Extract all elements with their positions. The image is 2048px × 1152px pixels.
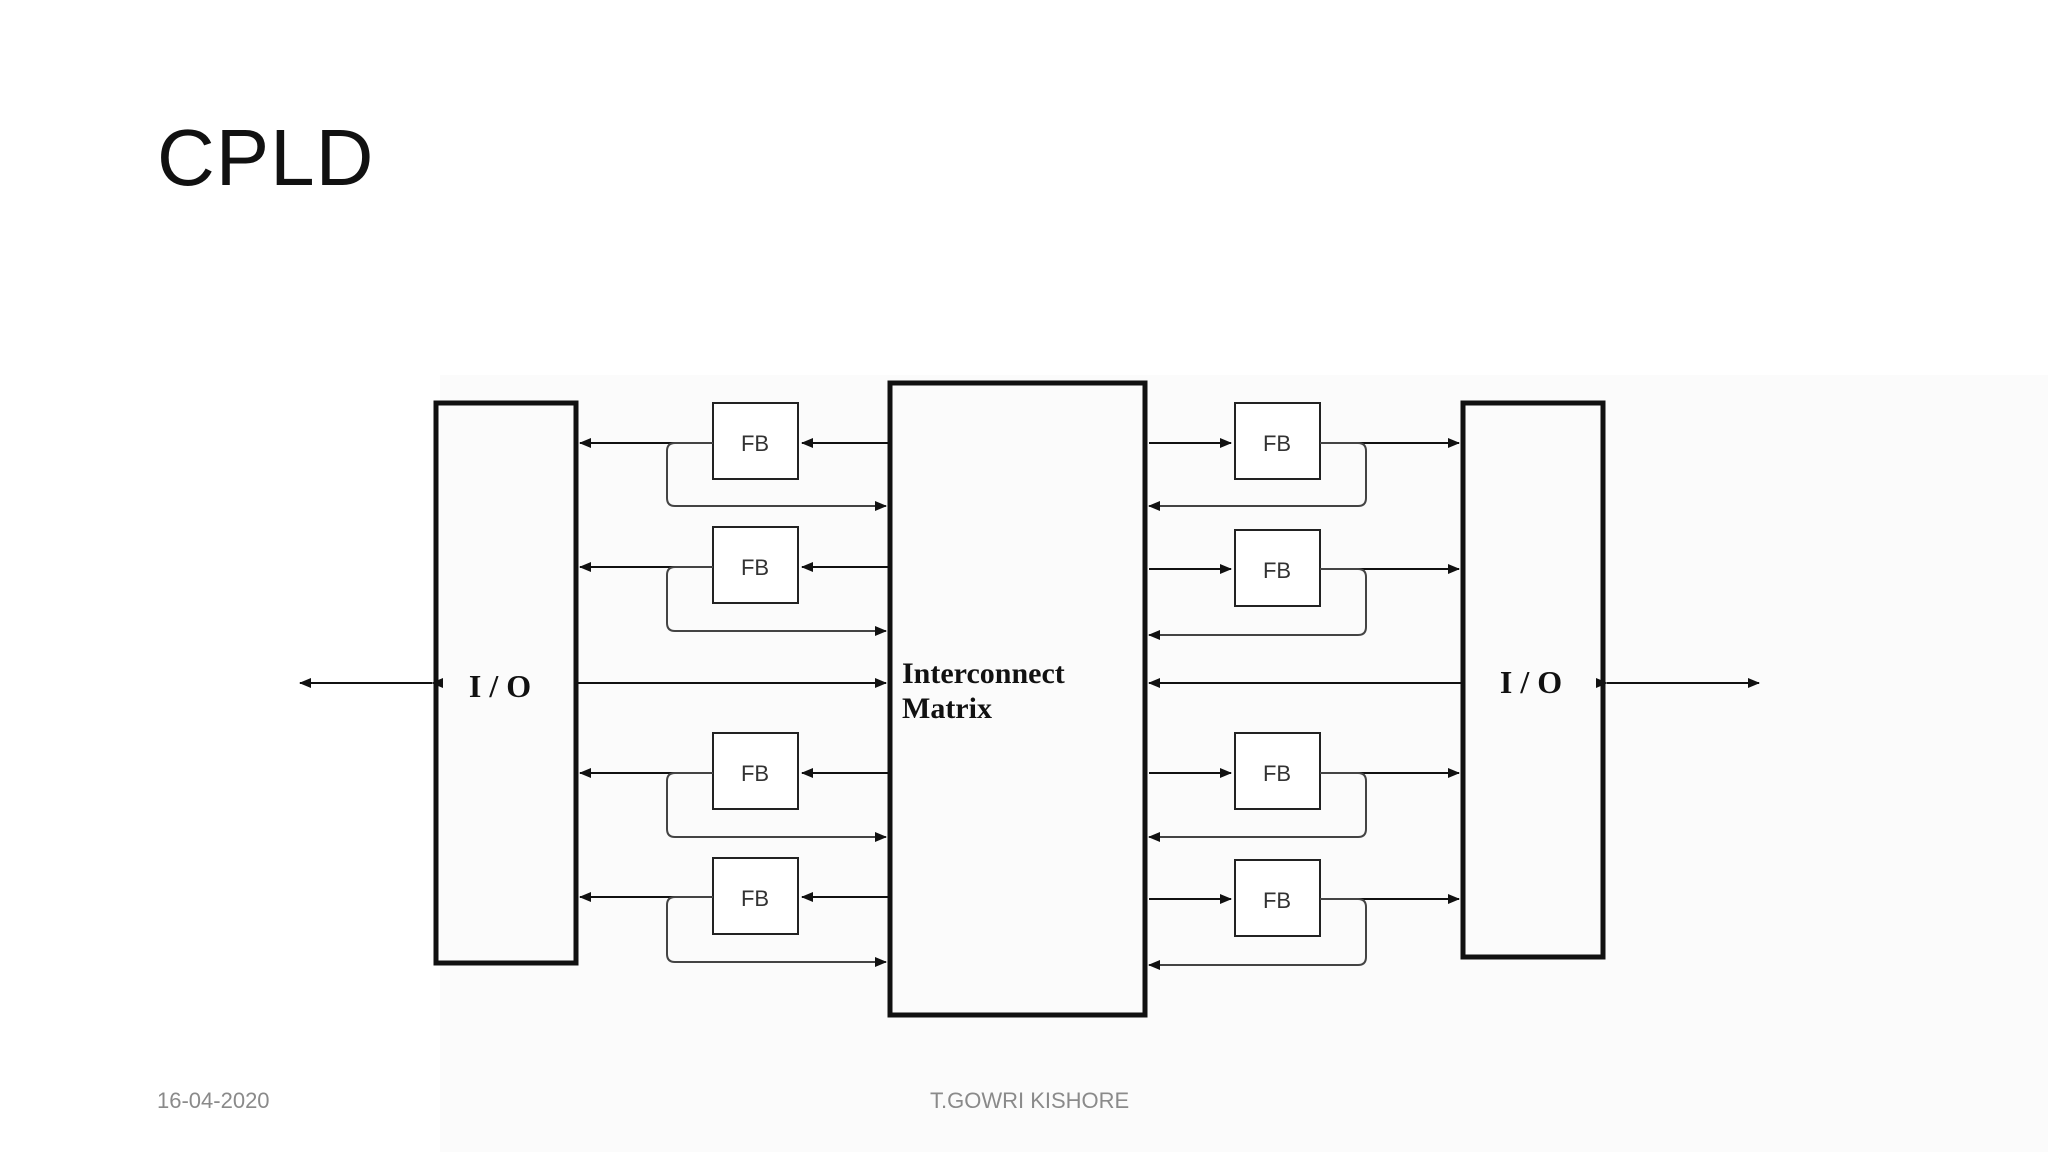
interconnect-matrix-block xyxy=(887,380,1148,1018)
fb-feedback-arrow xyxy=(1148,442,1367,511)
fb-feedback-arrow xyxy=(666,442,887,511)
right-fb-group-4: FB xyxy=(1148,859,1460,970)
fb-feedback-arrow xyxy=(1148,898,1367,970)
fb-block xyxy=(712,526,799,604)
fb-label: FB xyxy=(741,431,769,456)
fb-block xyxy=(712,402,799,480)
left-fb-group-2: FB xyxy=(579,526,888,636)
left-io-label: I / O xyxy=(469,668,531,704)
fb-feedback-arrow xyxy=(1148,772,1367,842)
footer-date: 16-04-2020 xyxy=(157,1088,270,1113)
right-fb-group-1: FB xyxy=(1148,402,1460,511)
matrix-label-line2: Matrix xyxy=(902,692,992,725)
matrix-label-line1: Interconnect xyxy=(902,657,1065,690)
right-fb-group-2: FB xyxy=(1148,529,1460,640)
fb-block xyxy=(1234,402,1321,480)
fb-block xyxy=(1234,732,1321,810)
fb-label: FB xyxy=(1263,761,1291,786)
right-io-label: I / O xyxy=(1500,664,1562,700)
fb-feedback-arrow xyxy=(666,772,887,842)
fb-block xyxy=(1234,529,1321,607)
fb-label: FB xyxy=(1263,888,1291,913)
fb-feedback-arrow xyxy=(666,566,887,636)
left-fb-group-1: FB xyxy=(579,402,888,511)
fb-label: FB xyxy=(741,555,769,580)
fb-label: FB xyxy=(1263,558,1291,583)
fb-block xyxy=(712,732,799,810)
fb-feedback-arrow xyxy=(1148,568,1367,640)
footer-author: T.GOWRI KISHORE xyxy=(930,1088,1130,1113)
fb-feedback-arrow xyxy=(666,896,887,967)
left-fb-group-4: FB xyxy=(579,857,888,967)
left-fb-group-3: FB xyxy=(579,732,888,842)
fb-label: FB xyxy=(741,886,769,911)
right-fb-group-3: FB xyxy=(1148,732,1460,842)
fb-block xyxy=(712,857,799,935)
fb-label: FB xyxy=(741,761,769,786)
slide-title: CPLD xyxy=(157,113,375,202)
fb-label: FB xyxy=(1263,431,1291,456)
